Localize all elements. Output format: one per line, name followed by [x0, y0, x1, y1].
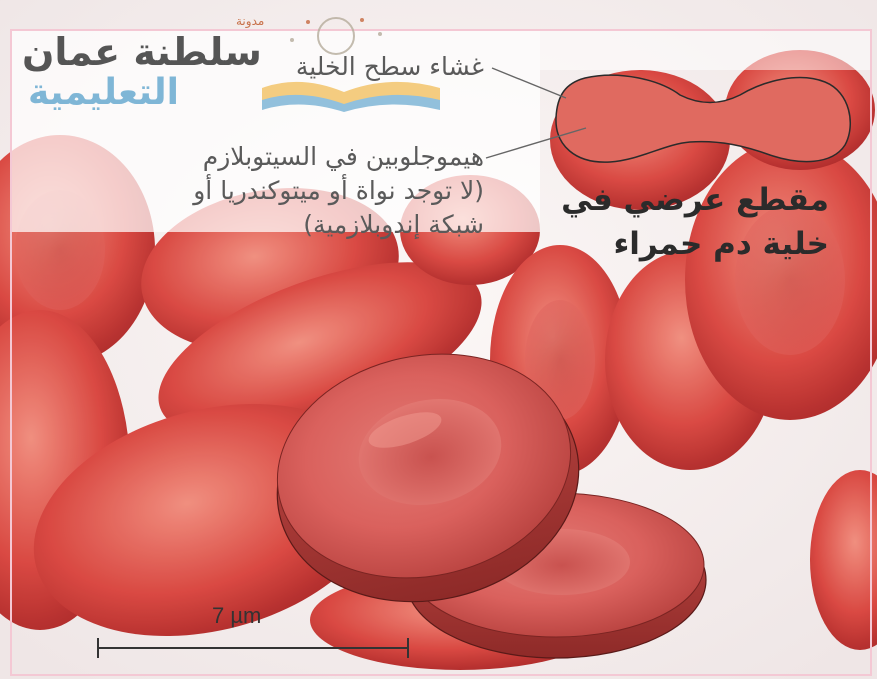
label-panel-right — [540, 30, 870, 70]
hemoglobin-label-line-1: هيموجلوبين في السيتوبلازم — [193, 140, 484, 174]
hemoglobin-label-line-3: شبكة إندوبلازمية) — [193, 208, 484, 242]
logo-mark: مدونة — [236, 14, 264, 28]
logo-line-2: التعليمية — [28, 72, 179, 113]
cross-section-title-line-1: مقطع عرضي في — [561, 178, 829, 222]
cross-section-title-line-2: خلية دم حمراء — [561, 222, 829, 266]
cross-section-title: مقطع عرضي في خلية دم حمراء — [561, 178, 829, 266]
membrane-label: غشاء سطح الخلية — [296, 52, 484, 81]
logo-line-1: سلطنة عمان — [22, 30, 262, 74]
scale-bar-label: 7 µm — [212, 603, 261, 629]
hemoglobin-label: هيموجلوبين في السيتوبلازم (لا توجد نواة … — [193, 140, 484, 242]
hemoglobin-label-line-2: (لا توجد نواة أو ميتوكندريا أو — [193, 174, 484, 208]
